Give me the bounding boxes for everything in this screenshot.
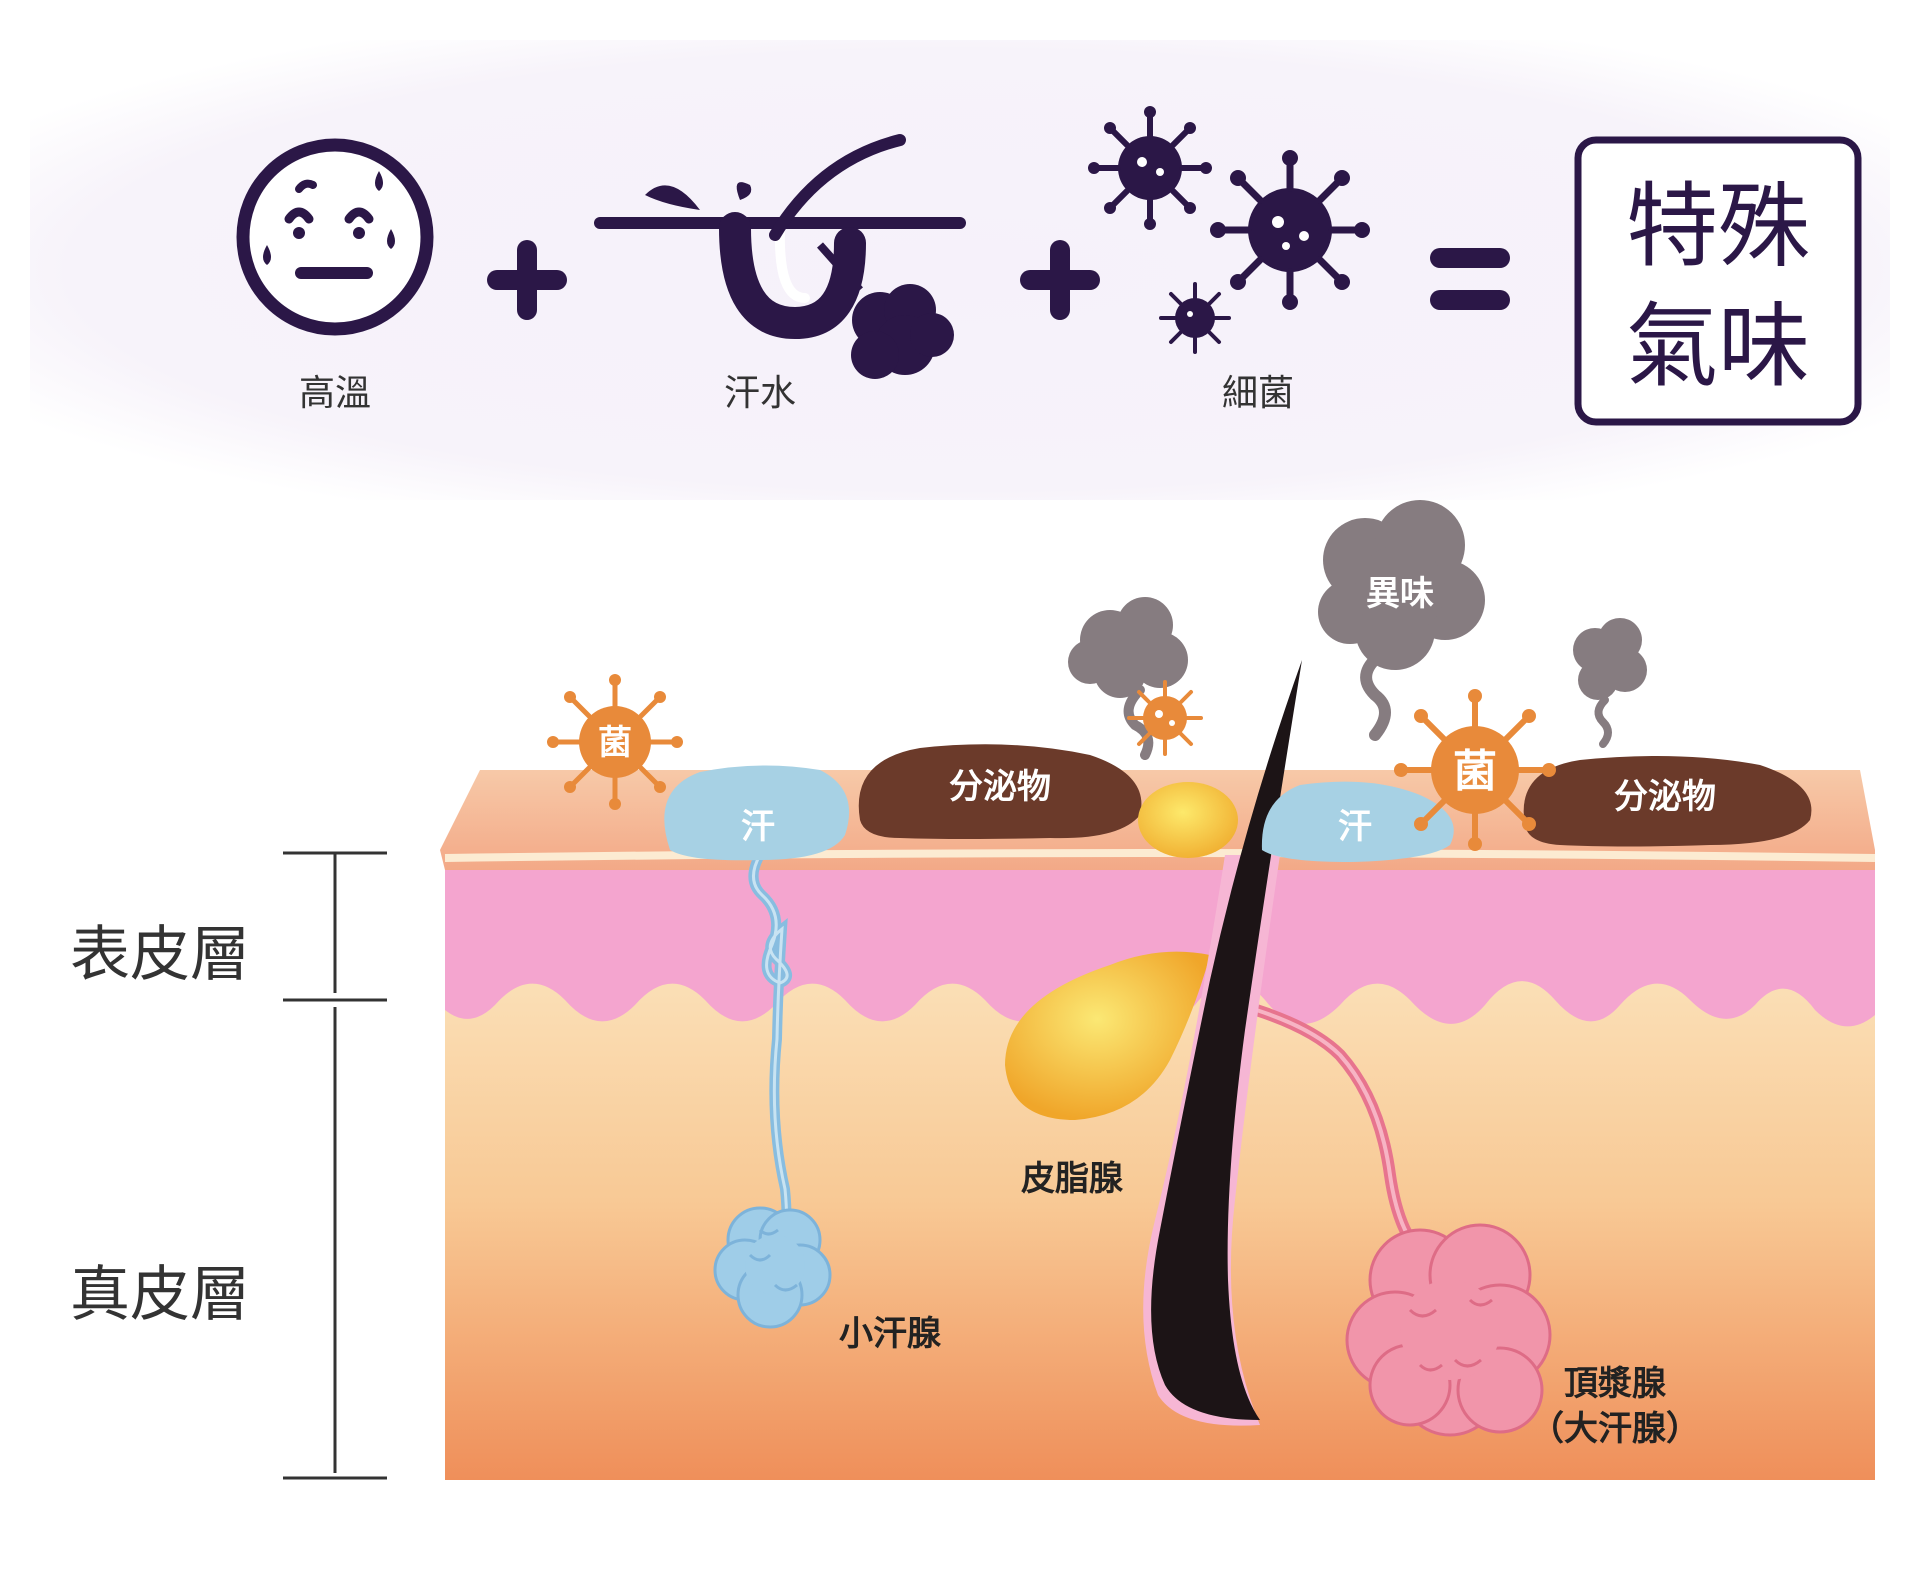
- sweat-blob-left: [664, 765, 850, 861]
- apocrine-gland: [1234, 999, 1552, 1437]
- bacteria-icon: [1088, 106, 1370, 354]
- bacteria-orange-small: [1127, 680, 1203, 756]
- factor-label-bacteria: 細菌: [1222, 373, 1294, 414]
- epidermis-label: 表皮層: [70, 920, 250, 990]
- bacteria-orange-left: [547, 674, 683, 810]
- sebaceous-label: 皮脂腺: [1021, 1159, 1124, 1199]
- plus-sign-2: [1020, 240, 1100, 320]
- sweat-label-right: 汗: [1338, 807, 1372, 847]
- bacteria-orange-right: [1394, 689, 1556, 851]
- odor-label: 異味: [1366, 574, 1434, 614]
- sweating-face-icon: [236, 138, 434, 336]
- epidermis-layer: [445, 860, 1875, 1027]
- skin-cross-section: 小汗腺 皮脂腺 頂漿腺 （大汗腺） 汗: [440, 500, 1876, 1480]
- smoke-cloud-small-right: [1573, 618, 1647, 748]
- sweat-blob-right: [1261, 781, 1454, 862]
- result-box: 特殊 氣味: [1574, 136, 1862, 426]
- secretion-label-left: 分泌物: [949, 767, 1051, 807]
- sweat-gland-icon: [594, 134, 966, 379]
- eccrine-label: 小汗腺: [839, 1314, 942, 1354]
- secretion-blob-right: [1523, 756, 1812, 847]
- bacteria-label-left: 菌: [598, 723, 632, 763]
- bacteria-label-right: 菌: [1453, 746, 1497, 797]
- dermis-label: 真皮層: [70, 1260, 250, 1330]
- plus-sign-1: [487, 240, 567, 320]
- factor-label-heat: 高溫: [299, 373, 371, 414]
- formula-background: [30, 40, 1890, 500]
- sebaceous-gland: [1005, 951, 1210, 1120]
- result-line-2: 氣味: [1626, 293, 1810, 400]
- eccrine-gland: [713, 850, 832, 1329]
- smoke-cloud-small-left: [1068, 597, 1188, 760]
- layer-bracket: [283, 851, 387, 1480]
- apocrine-sublabel: （大汗腺）: [1530, 1409, 1700, 1449]
- sebum-drop: [1138, 782, 1238, 858]
- smoke-cloud-odor: [1318, 500, 1485, 741]
- surface-line: [444, 849, 1876, 862]
- sweat-label-left: 汗: [741, 807, 775, 847]
- result-line-1: 特殊: [1626, 173, 1810, 280]
- apocrine-label: 頂漿腺: [1564, 1364, 1667, 1404]
- secretion-blob-left: [858, 744, 1142, 839]
- formula-band: 高溫 汗水: [30, 40, 1890, 500]
- equals-sign: [1430, 248, 1510, 310]
- secretion-label-right: 分泌物: [1614, 777, 1716, 817]
- factor-label-sweat: 汗水: [724, 373, 796, 414]
